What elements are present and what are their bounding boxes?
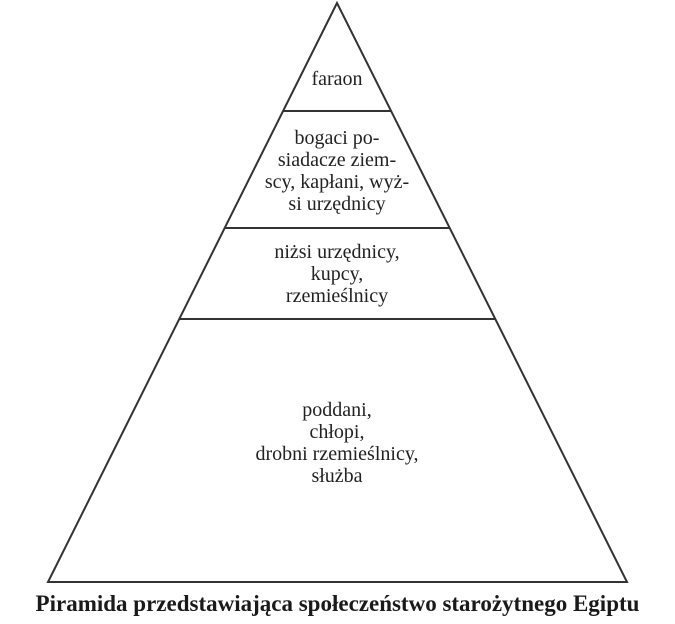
level-2-line-4: si urzędnicy [288, 193, 386, 215]
level-2-line-1: bogaci po- [294, 127, 380, 149]
level-officials-merchants: niżsi urzędnicy, kupcy, rzemieślnicy [187, 241, 487, 307]
diagram-caption: Piramida przedstawiająca społeczeństwo s… [35, 591, 640, 616]
level-nobles-priests: bogaci po- siadacze ziem- scy, kapłani, … [217, 127, 457, 215]
level-4-line-4: służba [311, 465, 363, 487]
level-2-line-2: siadacze ziem- [277, 149, 397, 171]
level-pharaoh: faraon [237, 68, 437, 90]
level-3-line-1: niżsi urzędnicy, [274, 241, 400, 263]
level-peasants-servants: poddani, chłopi, drobni rzemieślnicy, sł… [187, 399, 487, 487]
level-3-line-3: rzemieślnicy [285, 285, 389, 307]
pyramid-outline [46, 0, 629, 583]
level-2-line-3: scy, kapłani, wyż- [264, 171, 410, 193]
level-4-line-1: poddani, [302, 399, 372, 421]
level-1-line-1: faraon [311, 68, 363, 90]
level-4-line-3: drobni rzemieślnicy, [255, 443, 419, 465]
level-3-line-2: kupcy, [310, 263, 364, 285]
level-4-line-2: chłopi, [309, 421, 365, 443]
